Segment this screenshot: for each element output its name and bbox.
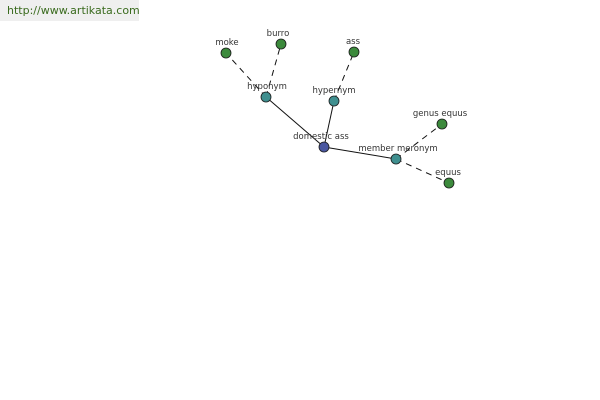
node-burro[interactable] xyxy=(275,38,287,50)
node-hyponym[interactable] xyxy=(260,91,272,103)
edge-center-to-hyponym xyxy=(265,96,325,148)
url-banner: http://www.artikata.com xyxy=(0,0,140,21)
node-genus-equus[interactable] xyxy=(436,118,448,130)
node-label-genus-equus[interactable]: genus equus xyxy=(413,109,468,119)
edge-hypernym-to-ass xyxy=(333,51,355,102)
graph-labels: domestic ass hyponym hypernym member merony… xyxy=(215,29,467,178)
graph-edges xyxy=(225,43,450,184)
node-ass[interactable] xyxy=(348,46,360,58)
edge-hyponym-to-burro xyxy=(265,43,282,98)
node-label-center[interactable]: domestic ass xyxy=(293,132,349,142)
node-center[interactable] xyxy=(318,141,330,153)
edge-center-to-hypernym xyxy=(323,100,335,148)
graph-nodes xyxy=(220,38,455,189)
node-label-moke[interactable]: moke xyxy=(215,38,238,48)
node-moke[interactable] xyxy=(220,47,232,59)
node-label-equus[interactable]: equus xyxy=(435,168,461,178)
edge-hyponym-to-moke xyxy=(225,52,267,98)
node-label-member-meronym[interactable]: member meronym xyxy=(358,144,437,154)
node-label-hyponym[interactable]: hyponym xyxy=(247,82,287,92)
node-label-hypernym[interactable]: hypernym xyxy=(312,86,355,96)
node-label-burro[interactable]: burro xyxy=(267,29,290,39)
edge-center-to-member_meronym xyxy=(323,146,397,160)
node-hypernym[interactable] xyxy=(328,95,340,107)
site-url-link[interactable]: http://www.artikata.com xyxy=(7,4,140,17)
edge-member_meronym-to-genus_equus xyxy=(395,123,443,160)
node-member-meronym[interactable] xyxy=(390,153,402,165)
node-equus[interactable] xyxy=(443,177,455,189)
node-label-ass[interactable]: ass xyxy=(346,37,361,47)
edge-member_meronym-to-equus xyxy=(395,158,450,184)
